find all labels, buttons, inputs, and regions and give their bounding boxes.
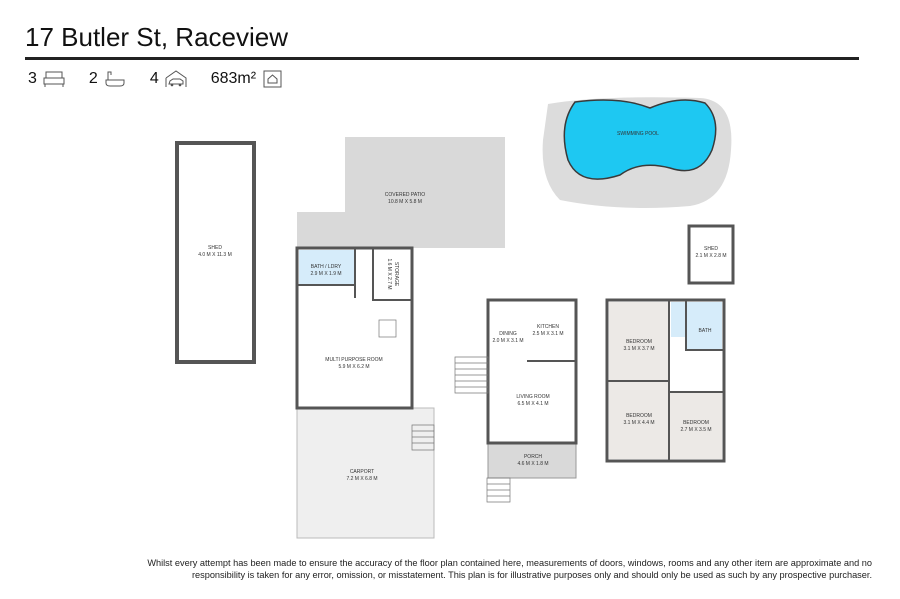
bedrooms-count: 3	[28, 70, 37, 87]
room-name: SHED	[208, 245, 222, 251]
room-dims: 5.9 M X 6.2 M	[338, 364, 369, 370]
room-name: DINING	[499, 331, 517, 337]
room-dims: 3.1 M X 4.4 M	[623, 420, 654, 426]
shed-small: SHED 2.1 M X 2.8 M	[687, 224, 735, 285]
bed-icon	[43, 71, 65, 87]
multi-purpose-block: BATH / LDRY 2.9 M X 1.9 M STORAGE 1.6 M …	[295, 246, 414, 410]
bathrooms-stat: 2	[89, 70, 126, 88]
garage-car-icon	[165, 70, 187, 87]
room-dims: 2.0 M X 3.1 M	[492, 338, 523, 344]
room-name: BEDROOM	[626, 413, 652, 419]
room-dims: 2.9 M X 1.9 M	[310, 271, 341, 277]
covered-patio: COVERED PATIO 10.8 M X 5.8 M	[297, 137, 505, 248]
bathtub-icon	[105, 71, 125, 87]
room-name: BEDROOM	[683, 420, 709, 426]
room-name: LIVING ROOM	[516, 394, 549, 400]
property-address-title: 17 Butler St, Raceview	[25, 22, 289, 52]
room-dims: 1.6 M X 2.7 M	[386, 258, 392, 289]
room-dims: 4.0 M X 11.3 M	[198, 252, 232, 258]
parking-stat: 4	[150, 70, 187, 88]
room-dims: 2.7 M X 3.5 M	[680, 427, 711, 433]
room-name: COVERED PATIO	[385, 192, 425, 198]
room-name: STORAGE	[393, 262, 399, 287]
land-area-value: 683m²	[210, 70, 257, 87]
room-name: PORCH	[524, 454, 542, 460]
room-dims: 2.1 M X 2.8 M	[695, 253, 726, 259]
room-name: KITCHEN	[537, 324, 559, 330]
carport: CARPORT 7.2 M X 6.8 M	[296, 407, 435, 539]
room-name: SHED	[704, 246, 718, 252]
bedrooms-stat: 3	[28, 70, 65, 88]
bedroom-block: BEDROOM 3.1 M X 3.7 M BATH BEDROOM 3.1 M…	[605, 298, 726, 463]
title-divider	[25, 57, 859, 60]
room-name: CARPORT	[350, 469, 374, 475]
room-dims: 10.8 M X 5.8 M	[388, 199, 422, 205]
bathrooms-count: 2	[88, 70, 98, 87]
room-name: BEDROOM	[626, 339, 652, 345]
living-block: DINING 2.0 M X 3.1 M KITCHEN 2.5 M X 3.1…	[454, 298, 578, 503]
room-dims: 7.2 M X 6.8 M	[346, 476, 377, 482]
room-dims: 6.5 M X 4.1 M	[517, 401, 548, 407]
land-house-icon	[263, 70, 282, 88]
disclaimer-text: Whilst every attempt has been made to en…	[147, 558, 872, 580]
room-name: BATH / LDRY	[311, 264, 342, 270]
property-stats: 3 2 4 683m²	[28, 70, 284, 88]
pool-label: SWIMMING POOL	[617, 131, 659, 137]
room-dims: 4.6 M X 1.8 M	[517, 461, 548, 467]
shed-large: SHED 4.0 M X 11.3 M	[175, 141, 256, 364]
room-dims: 2.5 M X 3.1 M	[532, 331, 563, 337]
room-name: BATH	[699, 328, 712, 334]
room-dims: 3.1 M X 3.7 M	[623, 346, 654, 352]
room-name: MULTI PURPOSE ROOM	[325, 357, 382, 363]
swimming-pool: SWIMMING POOL	[542, 97, 732, 208]
parking-count: 4	[149, 70, 159, 87]
land-area-stat: 683m²	[211, 70, 284, 88]
